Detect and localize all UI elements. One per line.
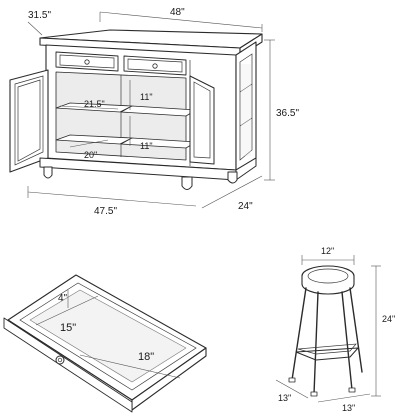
- drawer-drawing: 4" 15" 18": [3, 274, 207, 413]
- island-shelf-depth-label: 20": [84, 150, 97, 160]
- island-upper-shelf-gap-label: 11": [140, 92, 153, 102]
- stool-height-label: 24": [382, 314, 395, 324]
- island-top-depth-label: 31.5": [28, 10, 51, 21]
- drawer-width-label: 18": [138, 351, 154, 363]
- stool-base-depth-label: 13": [278, 393, 291, 403]
- stool-seat-diameter-label: 12": [321, 246, 334, 256]
- drawer-height-label: 4": [58, 293, 68, 304]
- island-base-depth-label: 24": [238, 201, 253, 212]
- stool-drawing: 12" 24" 13" 13": [275, 246, 395, 413]
- drawer-depth-label: 15": [60, 322, 76, 334]
- island-shelf-width-label: 21.5": [84, 99, 105, 109]
- kitchen-island-drawing: 31.5" 48" 36.5" 21.5" 11" 11" 20" 47.5" …: [9, 7, 299, 217]
- island-base-width-label: 47.5": [94, 206, 117, 217]
- island-top-width-label: 48": [170, 7, 185, 18]
- island-lower-shelf-gap-label: 11": [140, 141, 153, 151]
- island-height-label: 36.5": [276, 108, 299, 119]
- stool-base-width-label: 13": [342, 403, 355, 413]
